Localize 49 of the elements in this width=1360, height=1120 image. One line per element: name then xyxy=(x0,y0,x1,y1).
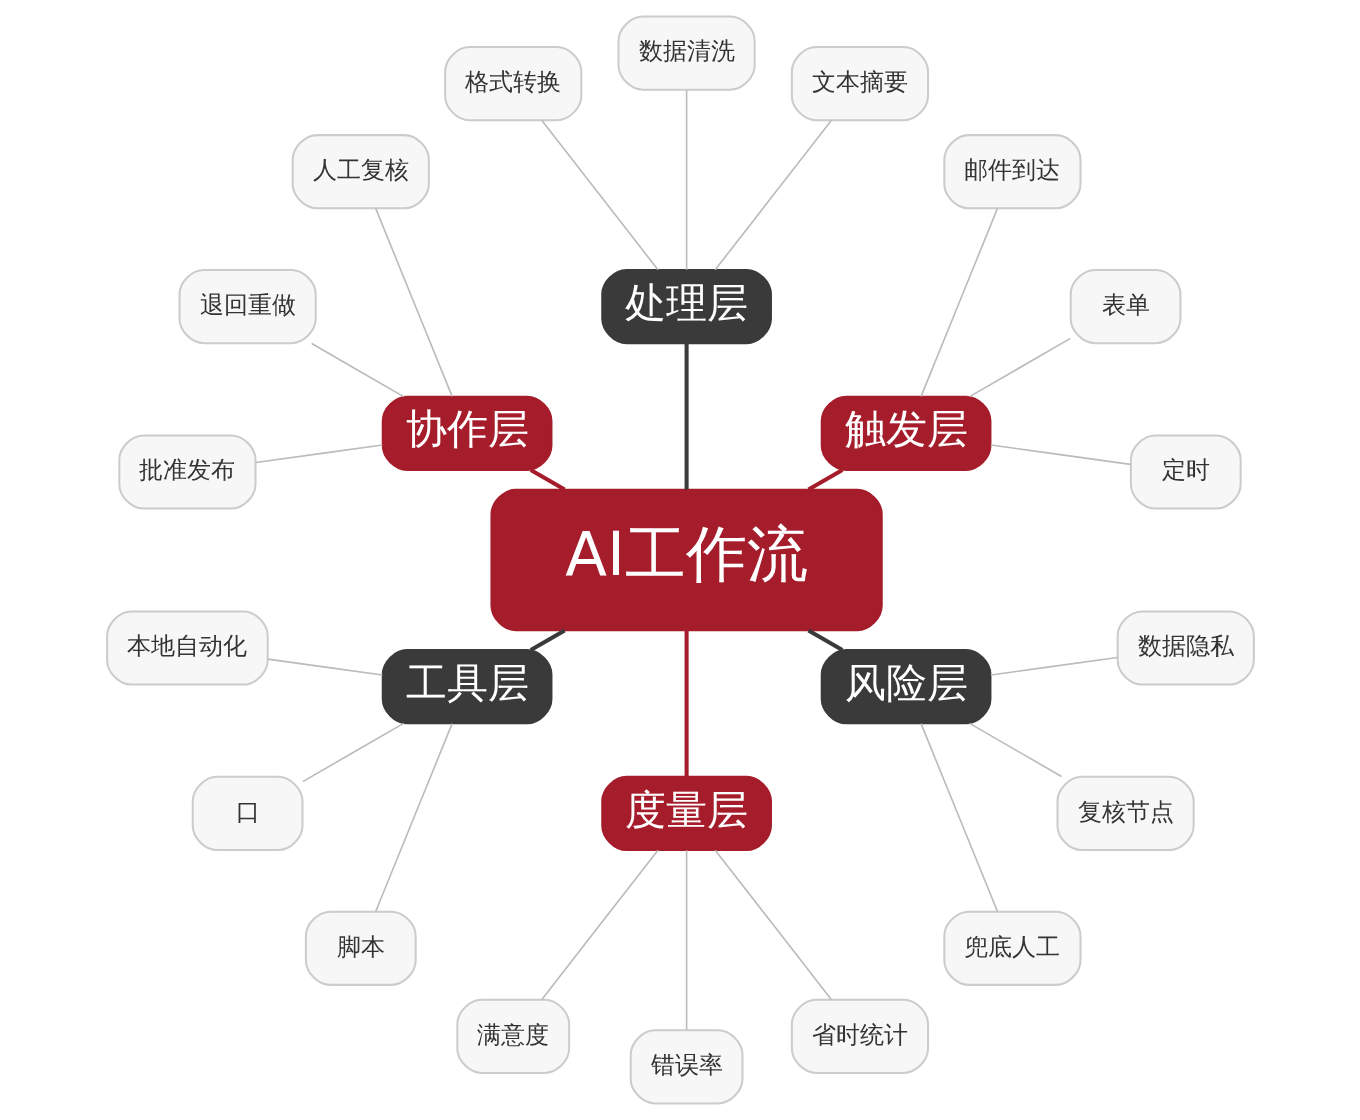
connector xyxy=(310,342,404,398)
node-box: 口 xyxy=(191,775,303,852)
connector xyxy=(529,628,566,652)
node-box: 复核节点 xyxy=(1055,775,1195,852)
node-box: 定时 xyxy=(1129,434,1242,510)
connector xyxy=(540,119,659,271)
connector xyxy=(685,89,687,271)
node-box: 表单 xyxy=(1069,268,1181,345)
node-box: 触发层 xyxy=(820,395,991,471)
node-box: 文本摘要 xyxy=(790,46,929,122)
node-box: 数据隐私 xyxy=(1116,610,1255,686)
node-box: 满意度 xyxy=(455,998,570,1074)
node-box: 退回重做 xyxy=(178,268,317,345)
node-box: 人工复核 xyxy=(291,134,430,210)
connector xyxy=(540,849,659,1001)
node-box: 风险层 xyxy=(820,649,991,725)
node-box: 处理层 xyxy=(600,268,772,345)
node-box: 度量层 xyxy=(600,775,772,852)
connector xyxy=(807,628,843,652)
connector xyxy=(254,444,383,464)
connector xyxy=(684,630,689,777)
connector xyxy=(685,849,687,1031)
connector xyxy=(374,722,453,913)
node-box: 格式转换 xyxy=(443,46,582,122)
connector xyxy=(713,119,832,271)
connector xyxy=(301,722,404,783)
connector xyxy=(968,337,1071,398)
node-box: 本地自动化 xyxy=(105,610,269,686)
node-box: 省时统计 xyxy=(790,998,929,1074)
node-box: 数据清洗 xyxy=(617,15,756,91)
node-box: AI工作流 xyxy=(489,488,883,632)
connector xyxy=(919,207,998,398)
connector xyxy=(713,849,832,1001)
connector xyxy=(684,343,689,490)
connector xyxy=(919,722,998,913)
node-box: 协作层 xyxy=(381,395,552,471)
node-box: 邮件到达 xyxy=(942,134,1081,210)
node-box: 错误率 xyxy=(629,1029,743,1105)
node-box: 兜底人工 xyxy=(942,910,1081,986)
connector xyxy=(529,468,566,492)
connector xyxy=(989,656,1118,676)
connector xyxy=(807,468,843,492)
connector xyxy=(374,207,453,398)
connector xyxy=(968,722,1062,778)
connector xyxy=(989,444,1131,466)
connector xyxy=(266,658,383,676)
node-box: 工具层 xyxy=(381,649,552,725)
node-box: 批准发布 xyxy=(117,434,256,510)
node-box: 脚本 xyxy=(304,910,417,986)
